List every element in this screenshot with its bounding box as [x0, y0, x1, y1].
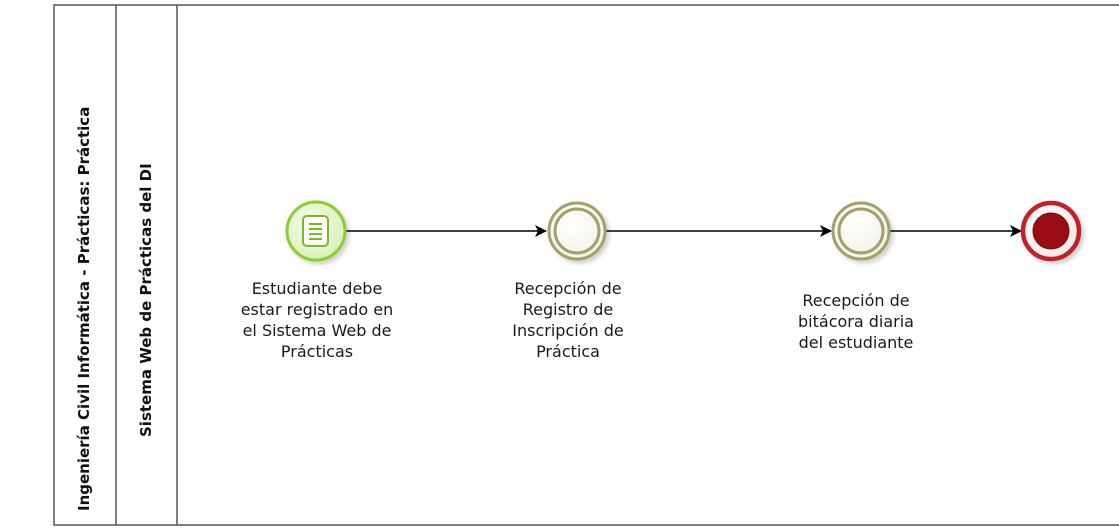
- label-line: estar registrado en: [240, 300, 394, 319]
- label-line: el Sistema Web de: [242, 321, 392, 340]
- pool: [53, 4, 1119, 526]
- start-event-label: Estudiante debe estar registrado en el S…: [206, 278, 428, 362]
- label-line: Recepción de: [514, 279, 622, 298]
- intermediate-event-bitacora-label: Recepción de bitácora diaria del estudia…: [756, 290, 956, 353]
- label-line: Práctica: [536, 342, 600, 361]
- lane-title: Sistema Web de Prácticas del DI: [137, 163, 155, 437]
- intermediate-event-registro-label: Recepción de Registro de Inscripción de …: [468, 278, 668, 362]
- message-icon: [302, 215, 329, 247]
- start-event[interactable]: [285, 200, 347, 262]
- label-line: Registro de: [522, 300, 614, 319]
- pool-title: Ingeniería Civil Informática - Prácticas…: [75, 106, 93, 511]
- intermediate-event-registro[interactable]: [547, 201, 607, 261]
- label-line: Prácticas: [280, 342, 354, 361]
- label-line: bitácora diaria: [798, 312, 914, 331]
- label-line: del estudiante: [798, 333, 914, 352]
- end-event[interactable]: [1020, 200, 1082, 262]
- label-line: Inscripción de: [512, 321, 624, 340]
- intermediate-event-bitacora[interactable]: [831, 201, 891, 261]
- label-line: Estudiante debe: [251, 279, 383, 298]
- label-line: Recepción de: [802, 291, 910, 310]
